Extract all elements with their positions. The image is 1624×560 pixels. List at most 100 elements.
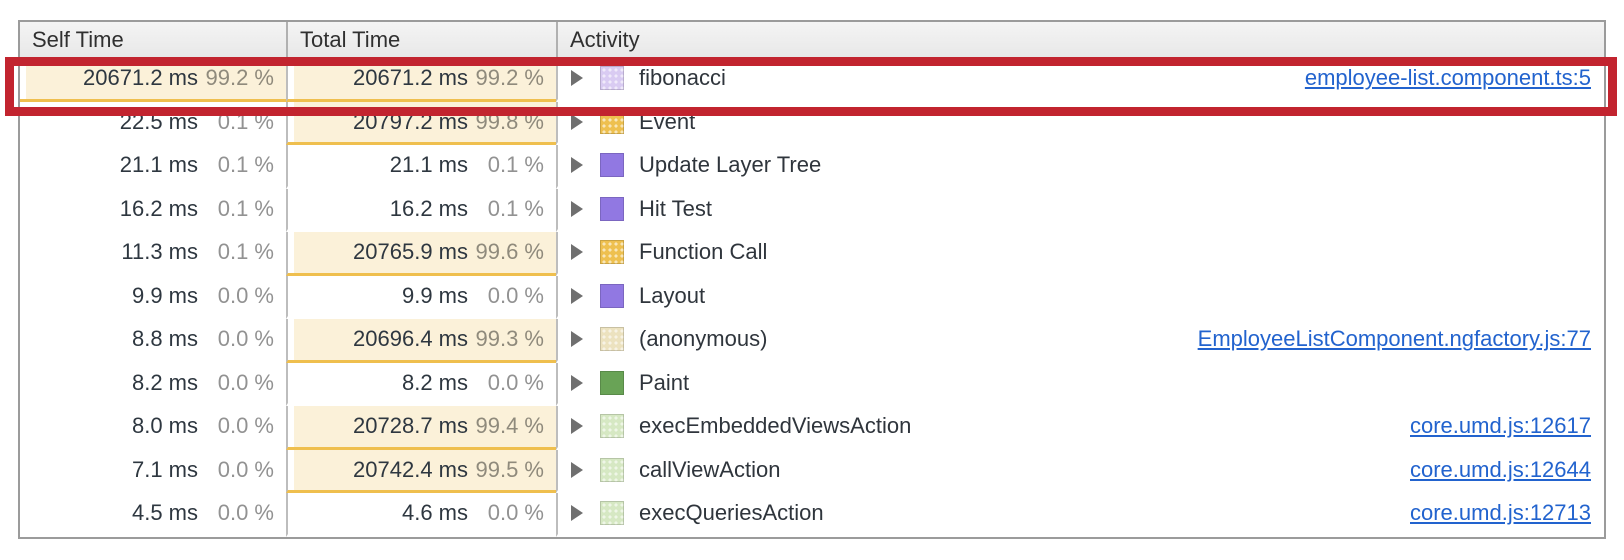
disclosure-triangle-icon[interactable]: [571, 113, 583, 130]
self-time-cell: 9.9 ms 0.0 %: [20, 276, 286, 320]
activity-cell: Hit Test: [556, 188, 1604, 232]
self-time-value: 22.5 ms: [119, 108, 198, 134]
table-row[interactable]: 21.1 ms 0.1 % 21.1 ms 0.1 % Update Layer…: [20, 145, 1604, 189]
activity-cell: Paint: [556, 362, 1604, 406]
disclosure-triangle-icon[interactable]: [571, 331, 583, 348]
total-time-percent: 99.2 %: [475, 65, 545, 91]
category-swatch-icon: [600, 109, 624, 134]
source-link[interactable]: employee-list.component.ts:5: [1304, 65, 1591, 91]
source-link[interactable]: core.umd.js:12644: [1410, 456, 1591, 482]
self-time-cell: 21.1 ms 0.1 %: [20, 145, 286, 189]
self-time-value: 7.1 ms: [131, 456, 198, 482]
table-row[interactable]: 11.3 ms 0.1 % 20765.9 ms 99.6 % Function…: [20, 232, 1604, 276]
total-time-cell: 9.9 ms 0.0 %: [286, 275, 556, 319]
table-header-row: Self Time Total Time Activity: [20, 22, 1604, 58]
self-time-cell: 22.5 ms 0.1 %: [20, 102, 286, 146]
category-swatch-icon: [600, 153, 624, 178]
disclosure-triangle-icon[interactable]: [571, 200, 583, 217]
total-time-value: 20765.9 ms: [353, 239, 468, 265]
activity-cell: Event: [556, 101, 1604, 145]
activity-cell: Layout: [556, 275, 1604, 319]
table-row[interactable]: 7.1 ms 0.0 % 20742.4 ms 99.5 % callViewA…: [20, 449, 1604, 494]
self-time-cell: 7.1 ms 0.0 %: [20, 450, 286, 494]
total-time-value: 4.6 ms: [401, 500, 468, 526]
activity-cell: Update Layer Tree: [556, 145, 1604, 189]
disclosure-triangle-icon[interactable]: [571, 70, 583, 87]
activity-cell: Function Call: [556, 232, 1604, 276]
table-row[interactable]: 8.2 ms 0.0 % 8.2 ms 0.0 % Paint: [20, 362, 1604, 407]
category-swatch-icon: [600, 196, 624, 221]
self-time-percent: 0.0 %: [217, 369, 274, 395]
table-row[interactable]: 8.0 ms 0.0 % 20728.7 ms 99.4 % execEmbed…: [20, 406, 1604, 450]
category-swatch-icon: [600, 414, 624, 439]
activity-cell: execQueriesAction core.umd.js:12713: [556, 493, 1604, 537]
total-time-percent: 0.0 %: [487, 369, 544, 395]
activity-cell: (anonymous) EmployeeListComponent.ngfact…: [556, 319, 1604, 363]
total-time-value: 20671.2 ms: [353, 65, 468, 91]
self-time-cell: 8.8 ms 0.0 %: [20, 319, 286, 363]
total-time-cell: 20765.9 ms 99.6 %: [286, 232, 556, 276]
self-time-value: 9.9 ms: [131, 282, 198, 308]
disclosure-triangle-icon[interactable]: [571, 505, 583, 522]
disclosure-triangle-icon[interactable]: [571, 461, 583, 478]
total-time-cell: 8.2 ms 0.0 %: [286, 362, 556, 406]
total-time-percent: 0.0 %: [487, 282, 544, 308]
table-body: 20671.2 ms 99.2 % 20671.2 ms 99.2 % fibo…: [20, 58, 1604, 537]
disclosure-triangle-icon[interactable]: [571, 374, 583, 391]
total-time-value: 9.9 ms: [401, 282, 468, 308]
self-time-percent: 0.1 %: [217, 108, 274, 134]
self-time-value: 8.0 ms: [131, 413, 198, 439]
disclosure-triangle-icon[interactable]: [571, 418, 583, 435]
self-time-cell: 16.2 ms 0.1 %: [20, 189, 286, 233]
source-link[interactable]: core.umd.js:12713: [1410, 500, 1591, 526]
activity-label: Update Layer Tree: [639, 152, 822, 178]
table-row[interactable]: 9.9 ms 0.0 % 9.9 ms 0.0 % Layout: [20, 275, 1604, 320]
column-header-self-time[interactable]: Self Time: [20, 22, 286, 57]
total-time-cell: 20671.2 ms 99.2 %: [286, 58, 556, 102]
total-time-value: 20742.4 ms: [353, 456, 468, 482]
source-link[interactable]: core.umd.js:12617: [1410, 413, 1591, 439]
total-time-percent: 99.6 %: [475, 239, 545, 265]
activity-cell: callViewAction core.umd.js:12644: [556, 449, 1604, 493]
column-header-activity[interactable]: Activity: [556, 22, 1604, 57]
self-time-cell: 4.5 ms 0.0 %: [20, 493, 286, 537]
total-time-percent: 0.1 %: [487, 152, 544, 178]
table-row[interactable]: 8.8 ms 0.0 % 20696.4 ms 99.3 % (anonymou…: [20, 319, 1604, 363]
activity-cell: execEmbeddedViewsAction core.umd.js:1261…: [556, 406, 1604, 450]
self-time-percent: 0.1 %: [217, 239, 274, 265]
activity-label: Event: [639, 108, 696, 134]
total-time-cell: 20728.7 ms 99.4 %: [286, 406, 556, 450]
self-time-value: 20671.2 ms: [83, 65, 198, 91]
activity-label: Layout: [639, 282, 706, 308]
self-time-cell: 8.2 ms 0.0 %: [20, 363, 286, 407]
category-swatch-icon: [600, 327, 624, 352]
disclosure-triangle-icon[interactable]: [571, 244, 583, 261]
category-swatch-icon: [600, 66, 624, 91]
total-time-value: 16.2 ms: [389, 195, 468, 221]
table-row[interactable]: 4.5 ms 0.0 % 4.6 ms 0.0 % execQueriesAct…: [20, 493, 1604, 537]
self-time-percent: 0.1 %: [217, 195, 274, 221]
category-swatch-icon: [600, 240, 624, 265]
source-link[interactable]: EmployeeListComponent.ngfactory.js:77: [1197, 326, 1591, 352]
total-time-percent: 99.8 %: [475, 108, 545, 134]
disclosure-triangle-icon[interactable]: [571, 157, 583, 174]
category-swatch-icon: [600, 283, 624, 308]
table-row[interactable]: 16.2 ms 0.1 % 16.2 ms 0.1 % Hit Test: [20, 188, 1604, 233]
self-time-cell: 8.0 ms 0.0 %: [20, 406, 286, 450]
disclosure-triangle-icon[interactable]: [571, 287, 583, 304]
column-header-total-time[interactable]: Total Time: [286, 22, 556, 57]
self-time-percent: 0.1 %: [217, 152, 274, 178]
total-time-value: 20728.7 ms: [353, 413, 468, 439]
total-time-value: 8.2 ms: [401, 369, 468, 395]
self-time-value: 21.1 ms: [119, 152, 198, 178]
column-header-label: Total Time: [300, 26, 401, 52]
self-time-cell: 20671.2 ms 99.2 %: [20, 58, 286, 102]
self-time-percent: 0.0 %: [217, 413, 274, 439]
self-time-percent: 0.0 %: [217, 282, 274, 308]
self-time-percent: 0.0 %: [217, 500, 274, 526]
self-time-percent: 0.0 %: [217, 456, 274, 482]
table-row[interactable]: 20671.2 ms 99.2 % 20671.2 ms 99.2 % fibo…: [20, 58, 1604, 102]
category-swatch-icon: [600, 370, 624, 395]
table-row[interactable]: 22.5 ms 0.1 % 20797.2 ms 99.8 % Event: [20, 101, 1604, 146]
total-time-value: 20797.2 ms: [353, 108, 468, 134]
